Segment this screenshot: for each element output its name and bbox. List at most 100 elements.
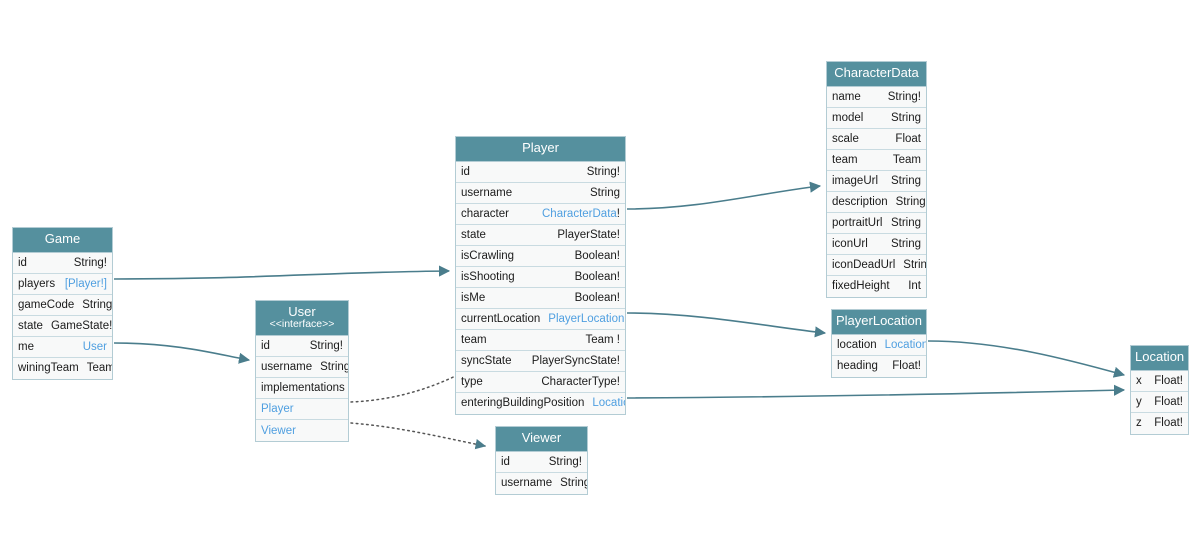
field-name: syncState [461, 354, 512, 367]
field-name: team [832, 153, 858, 166]
field-row[interactable]: id String! [13, 252, 112, 274]
field-type: String [312, 361, 348, 373]
field-row[interactable]: x Float! [1131, 370, 1188, 392]
field-type: String! [302, 340, 343, 352]
field-type: Int [900, 280, 921, 292]
entity-header-user: User<<interface>> [256, 301, 348, 337]
field-type-text: Boolean! [574, 291, 620, 304]
field-name: type [461, 375, 483, 388]
field-type-text: String! [887, 90, 921, 103]
field-type: Boolean! [567, 250, 620, 262]
field-name: scale [832, 132, 859, 145]
field-name: description [832, 195, 888, 208]
field-type-text: String! [82, 298, 112, 311]
field-type-text: Float! [892, 360, 921, 373]
field-type-text: String [890, 216, 921, 229]
field-row[interactable]: players[Player!] [13, 273, 112, 295]
field-row[interactable]: name String! [827, 86, 926, 108]
field-name: name [832, 90, 861, 103]
field-type-text: String! [586, 165, 620, 178]
entity-title: Location [1135, 349, 1185, 364]
field-row[interactable]: Player [256, 399, 348, 421]
field-name: imageUrl [832, 174, 879, 187]
field-row[interactable]: fixedHeight Int [827, 275, 926, 297]
field-type-text: Float! [1154, 417, 1183, 430]
field-name: winingTeam [18, 362, 79, 375]
field-row[interactable]: Viewer [256, 420, 348, 442]
field-type-text: String! [309, 340, 343, 353]
field-row[interactable]: team Team [827, 149, 926, 171]
entity-playerLocation[interactable]: PlayerLocation locationLocation!headingFl… [831, 309, 927, 378]
field-row[interactable]: description String [827, 191, 926, 213]
entity-title: PlayerLocation [836, 313, 922, 328]
edge-player-character-characterdata [626, 181, 822, 210]
field-row[interactable]: type CharacterType! [456, 371, 625, 393]
field-name: x [1136, 374, 1142, 387]
field-type-text: String [890, 237, 921, 250]
field-type: User [75, 341, 107, 353]
field-name: z [1136, 417, 1142, 430]
field-row[interactable]: iconDeadUrlString [827, 254, 926, 276]
field-name: fixedHeight [832, 280, 890, 293]
field-type-text: CharacterType! [541, 375, 620, 388]
field-name[interactable]: Player [261, 403, 294, 416]
field-type: String [883, 217, 921, 229]
field-type-text: String [895, 195, 926, 208]
entity-stereotype: <<interface>> [269, 317, 335, 330]
entity-header-game: Game [13, 228, 112, 253]
field-type: Team ! [577, 334, 620, 346]
field-row[interactable]: implementations [256, 378, 348, 400]
field-type: String! [66, 257, 107, 269]
field-name: iconDeadUrl [832, 258, 896, 271]
field-row[interactable]: enteringBuildingPositionLocation [456, 392, 625, 414]
field-type: PlayerState! [549, 229, 620, 241]
field-type-text: Team [892, 153, 921, 166]
field-type: String! [74, 299, 112, 311]
entity-title: CharacterData [834, 65, 919, 80]
field-row[interactable]: id String! [456, 161, 625, 183]
field-name: id [461, 165, 470, 178]
edge-game-players-player [113, 265, 451, 280]
field-type-text: [Player!] [64, 277, 107, 290]
field-name: id [501, 455, 510, 468]
field-row[interactable]: z Float! [1131, 412, 1188, 434]
field-name: id [18, 256, 27, 269]
field-type: Float! [1146, 375, 1183, 387]
field-type-text: Location [884, 338, 926, 351]
field-name[interactable]: Viewer [261, 424, 296, 437]
field-type-text: Team ! [585, 333, 620, 346]
field-type: Location! [877, 339, 926, 351]
field-type-text: PlayerState! [557, 228, 620, 241]
